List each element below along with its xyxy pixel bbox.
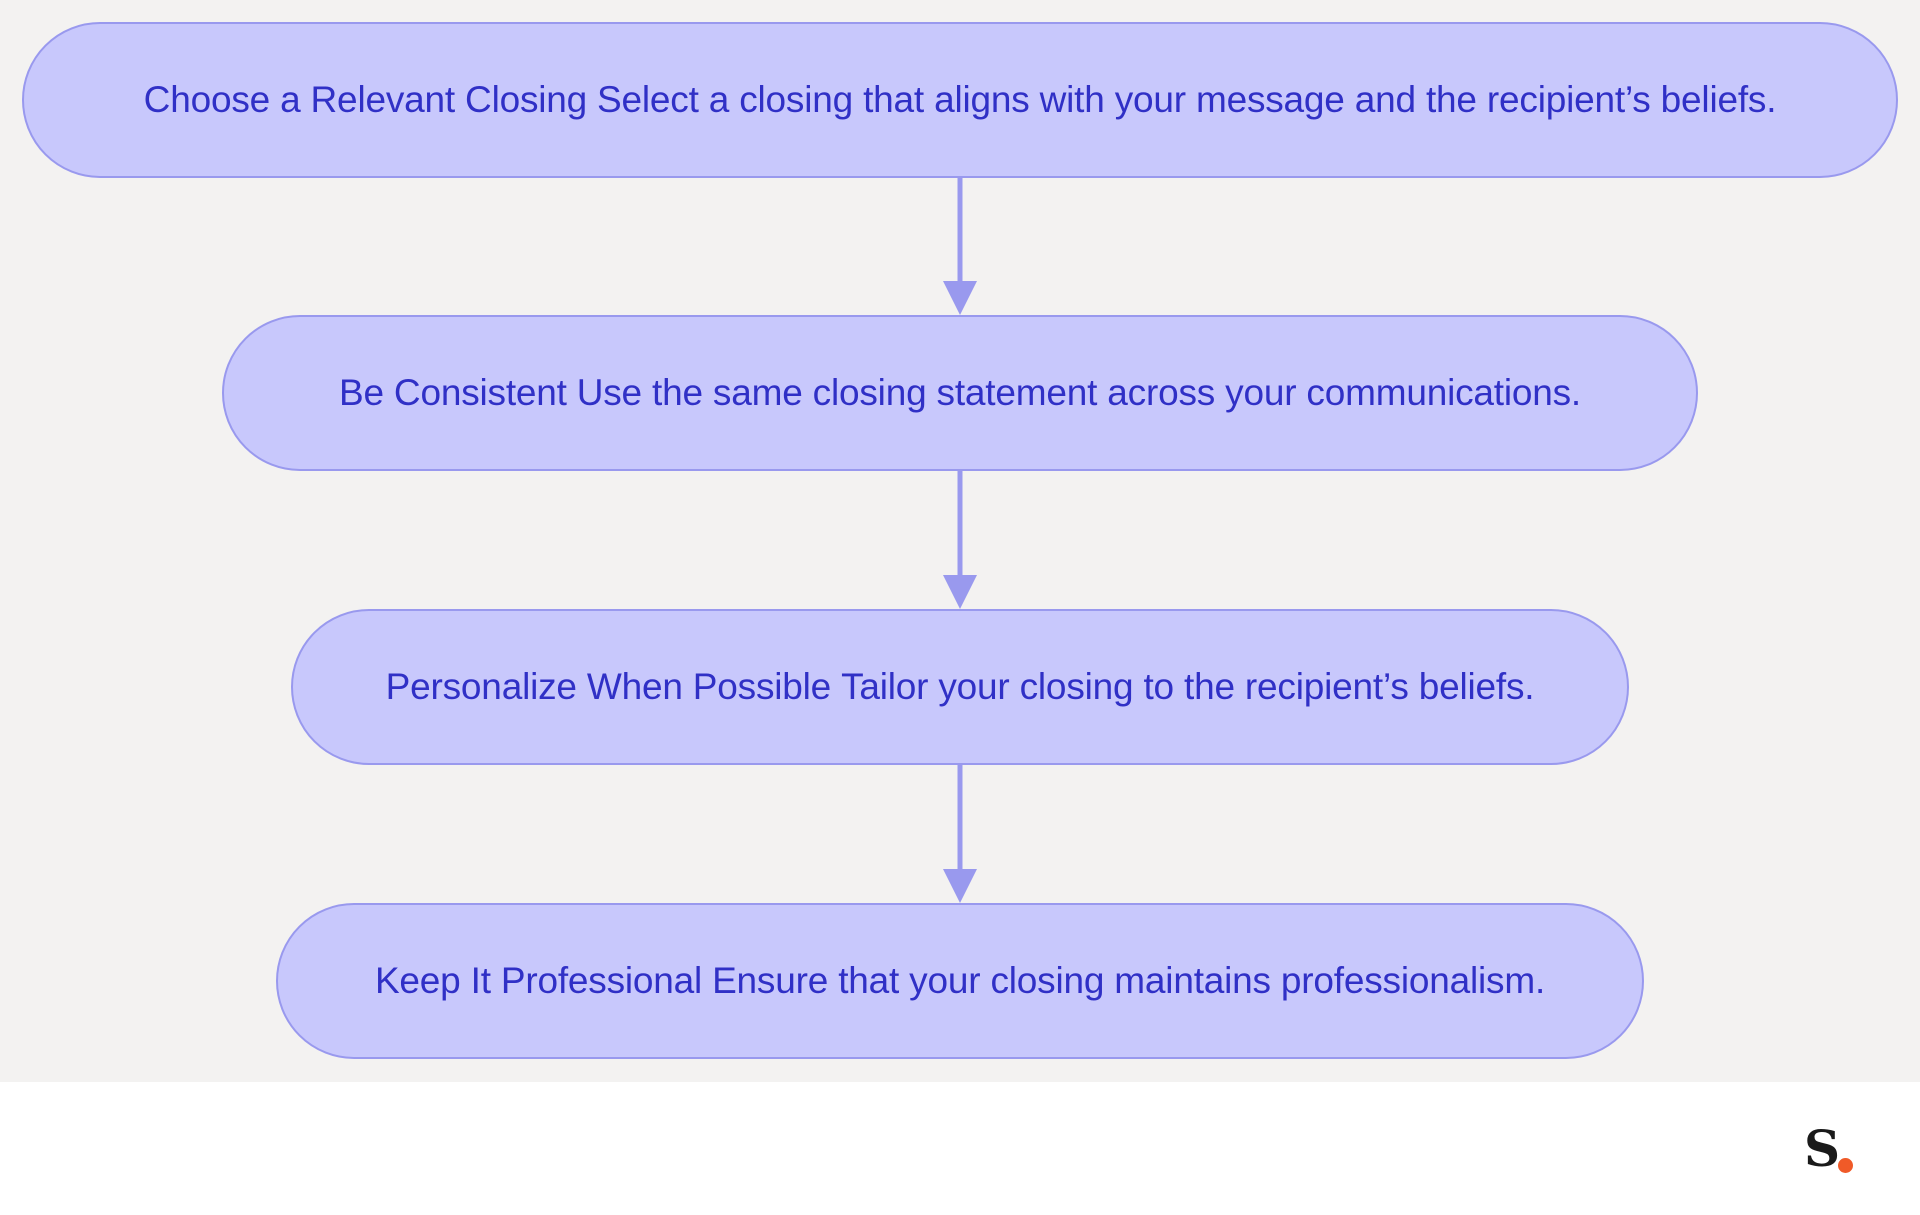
flow-step-description: Ensure that your closing maintains profe… xyxy=(712,960,1546,1001)
flow-step-description: Tailor your closing to the recipient’s b… xyxy=(841,666,1535,707)
flow-step-title: Personalize When Possible xyxy=(385,666,832,707)
flow-step-title: Be Consistent xyxy=(338,372,567,413)
arrow-head xyxy=(943,575,977,609)
flow-step-title: Choose a Relevant Closing xyxy=(143,79,588,120)
brand-logo-letter: S xyxy=(1804,1119,1841,1178)
footer xyxy=(0,1082,1920,1215)
arrow-head xyxy=(943,869,977,903)
brand-logo-dot xyxy=(1838,1158,1853,1173)
arrow-1-to-2 xyxy=(943,178,977,315)
arrow-head xyxy=(943,281,977,315)
flow-step-description: Use the same closing statement across yo… xyxy=(576,372,1582,413)
flow-step-title: Keep It Professional xyxy=(374,960,703,1001)
arrow-2-to-3 xyxy=(943,471,977,609)
flow-step-description: Select a closing that aligns with your m… xyxy=(597,79,1777,120)
brand-logo-icon: S xyxy=(1804,1124,1860,1180)
arrow-3-to-4 xyxy=(943,765,977,903)
